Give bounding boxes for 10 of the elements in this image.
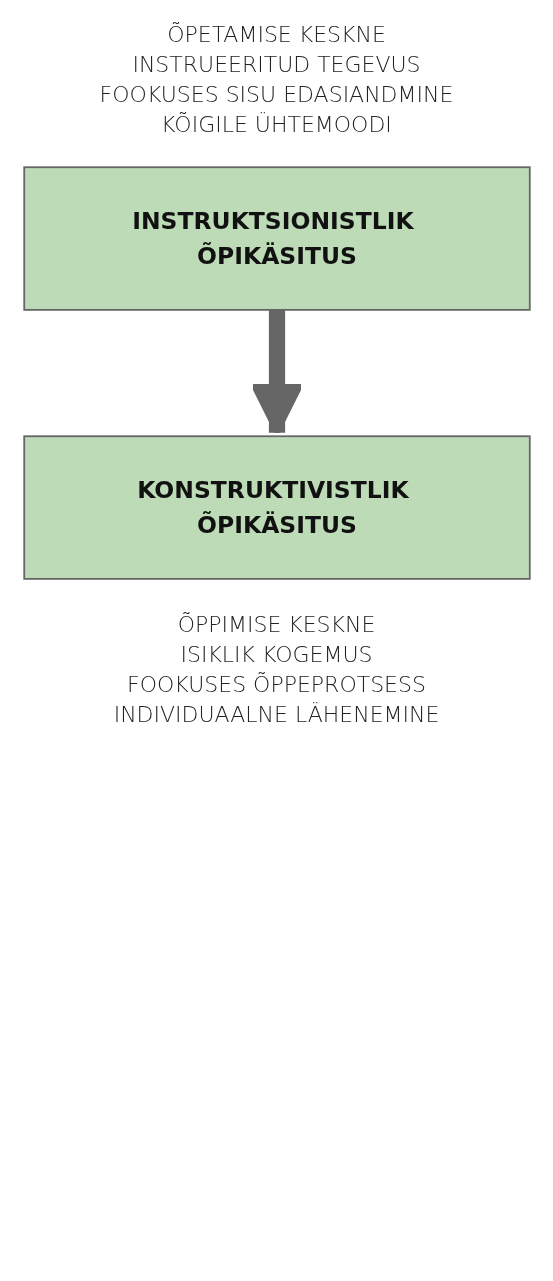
note-text: ISIKLIK KOGEMUS [179,641,374,670]
note-text: ÕPETAMISE KESKNE [166,21,387,49]
note-text: ÕPPIMISE KESKNE [176,611,377,640]
node-box: INSTRUKTSIONISTLIK ÕPIKÄSITUS [22,166,531,311]
note-text: INDIVIDUAALNE LÄHENEMINE [113,701,440,730]
note-text: INSTRUEERITUD TEGEVUS [131,51,422,79]
node-box: KONSTRUKTIVISTLIK ÕPIKÄSITUS [22,435,531,580]
note-text: FOOKUSES SISU EDASIANDMINE [99,81,454,109]
note-text: FOOKUSES ÕPPEPROTSESS [126,671,427,700]
note-text: KÕIGILE ÜHTEMOODI [160,111,393,139]
